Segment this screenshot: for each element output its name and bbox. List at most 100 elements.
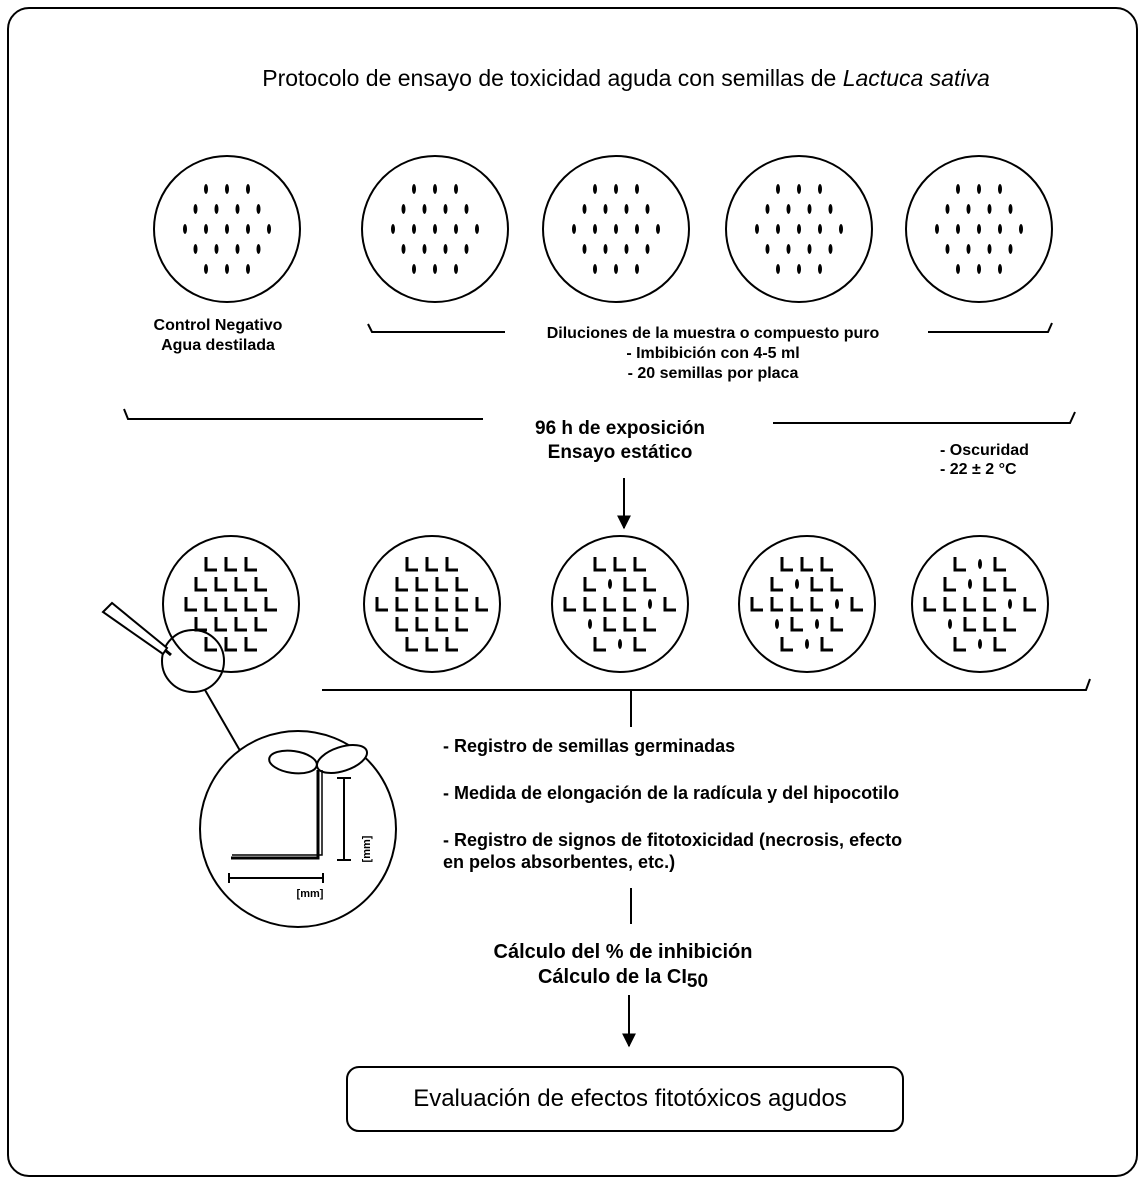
seed-icon — [977, 264, 981, 274]
diagram-frame — [7, 7, 1138, 1177]
germinated-dish — [363, 535, 501, 673]
seed-icon — [603, 204, 608, 214]
seed-icon — [765, 244, 770, 254]
seed-icon — [572, 224, 576, 234]
seedling-icon — [820, 557, 833, 572]
seed-icon — [797, 224, 801, 234]
seed-icon — [935, 224, 939, 234]
seed-icon — [582, 204, 587, 214]
seedling-icon — [184, 597, 197, 612]
seed-icon — [412, 184, 416, 194]
seedling-icon — [395, 617, 408, 632]
seed-icon — [443, 204, 448, 214]
seedling-icon — [623, 617, 636, 632]
seedling-icon — [244, 557, 257, 572]
seed-icon — [635, 184, 639, 194]
seed-dish-row — [153, 155, 1053, 303]
seed-icon — [614, 264, 618, 274]
germinated-dish — [738, 535, 876, 673]
seed-icon — [608, 579, 612, 589]
seedling-icon — [983, 577, 996, 592]
seedling-icon — [415, 577, 428, 592]
seed-icon — [765, 204, 770, 214]
germinated-dish-row — [162, 535, 1049, 673]
seedling-icon — [820, 637, 833, 652]
dilution-bracket — [367, 322, 1053, 333]
seedling-icon — [983, 597, 996, 612]
seedling-icon — [1023, 597, 1036, 612]
seed-icon — [433, 224, 437, 234]
dilution-label: Diluciones de la muestra o compuesto pur… — [547, 325, 880, 342]
seed-icon — [945, 244, 950, 254]
seed-icon — [618, 639, 622, 649]
seed-icon — [454, 264, 458, 274]
seedling-icon — [244, 637, 257, 652]
seedling-icon — [983, 617, 996, 632]
seed-icon — [648, 599, 652, 609]
seed-icon — [454, 184, 458, 194]
seedling-icon — [204, 557, 217, 572]
seed-icon — [624, 204, 629, 214]
seedling-icon — [435, 617, 448, 632]
seedling-icon — [194, 577, 207, 592]
calculation-inhibition: Cálculo del % de inhibición — [494, 941, 753, 963]
result-box — [346, 1066, 904, 1132]
seed-icon — [776, 224, 780, 234]
seed-icon — [966, 244, 971, 254]
seed-icon — [183, 224, 187, 234]
seedling-icon — [425, 557, 438, 572]
seedling-icon — [405, 557, 418, 572]
seed-icon — [797, 184, 801, 194]
seed-icon — [978, 639, 982, 649]
seedling-icon — [435, 577, 448, 592]
seed-icon — [204, 184, 208, 194]
seed-icon — [246, 184, 250, 194]
seed-icon — [1019, 224, 1023, 234]
seed-icon — [807, 204, 812, 214]
seed-dish — [905, 155, 1053, 303]
seed-icon — [797, 264, 801, 274]
seed-icon — [235, 244, 240, 254]
seedling-icon — [770, 577, 783, 592]
seedling-icon — [425, 637, 438, 652]
seedling-icon — [455, 577, 468, 592]
seed-dish — [361, 155, 509, 303]
exposure-bracket — [123, 408, 1076, 424]
seed-dish — [153, 155, 301, 303]
seed-icon — [998, 224, 1002, 234]
seedling-icon — [224, 597, 237, 612]
seed-icon — [464, 204, 469, 214]
seedling-icon — [800, 557, 813, 572]
seed-icon — [593, 184, 597, 194]
seedling-icon — [224, 637, 237, 652]
seedling-icon — [455, 617, 468, 632]
seedling-icon — [234, 577, 247, 592]
exposure-duration: 96 h de exposición — [535, 418, 705, 439]
magnifier-icon — [101, 601, 251, 770]
seed-icon — [805, 639, 809, 649]
seed-icon — [235, 204, 240, 214]
control-label-line2: Agua destilada — [161, 337, 275, 354]
seed-icon — [818, 224, 822, 234]
seedling-icon — [204, 597, 217, 612]
control-label-line1: Control Negativo — [154, 317, 283, 334]
seedling-icon — [810, 577, 823, 592]
seedling-icon — [214, 617, 227, 632]
horizontal-mm-label: [mm] — [297, 888, 324, 900]
seedling-icon — [405, 637, 418, 652]
seed-icon — [614, 184, 618, 194]
seed-icon — [422, 244, 427, 254]
seedling-icon — [993, 637, 1006, 652]
seedling-icon — [1003, 577, 1016, 592]
condition-darkness: - Oscuridad — [940, 442, 1029, 459]
seed-icon — [968, 579, 972, 589]
seed-icon — [454, 224, 458, 234]
seed-icon — [987, 244, 992, 254]
seed-icon — [603, 244, 608, 254]
seed-icon — [225, 224, 229, 234]
seed-icon — [433, 184, 437, 194]
seedling-icon — [583, 597, 596, 612]
seedling-icon — [1003, 617, 1016, 632]
vertical-mm-label: [mm] — [361, 835, 373, 862]
seedling-icon — [780, 637, 793, 652]
